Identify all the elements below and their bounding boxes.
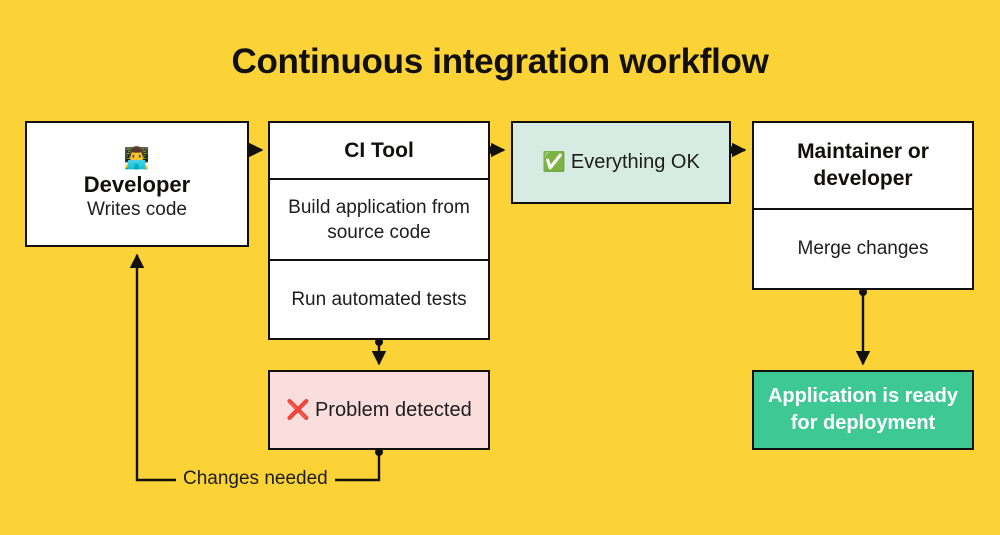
node-developer[interactable]: 👨‍💻 Developer Writes code [25, 121, 249, 247]
node-problem-detected[interactable]: ❌ Problem detected [268, 370, 490, 450]
edge-label-changes-needed: Changes needed [176, 468, 335, 490]
person-with-laptop-icon: 👨‍💻 [123, 147, 151, 171]
check-mark-icon: ✅ [542, 152, 566, 173]
node-developer-title: Developer [83, 171, 191, 197]
node-ci-tool[interactable]: CI Tool Build application from source co… [268, 121, 490, 340]
node-deployment-label: Application is ready for deployment [767, 385, 959, 434]
node-everything-ok-body: ✅ Everything OK [513, 123, 729, 202]
edge-ci-tool-to-everything-ok [488, 142, 506, 158]
node-ci-tool-header: CI Tool [344, 138, 414, 162]
node-maintainer-header: Maintainer or developer [797, 139, 929, 191]
node-everything-ok[interactable]: ✅ Everything OK [511, 121, 731, 204]
node-ci-tool-step-build: Build application from source code [270, 178, 488, 258]
cross-mark-icon: ❌ [286, 399, 310, 421]
node-everything-ok-label: Everything OK [570, 151, 700, 174]
node-problem-detected-label: Problem detected [314, 398, 472, 421]
node-problem-detected-body: ❌ Problem detected [270, 372, 488, 448]
node-maintainer-action: Merge changes [754, 207, 972, 288]
node-deployment[interactable]: Application is ready for deployment [752, 370, 974, 450]
node-ci-tool-step-tests: Run automated tests [270, 258, 488, 338]
edge-everything-ok-to-maintainer [729, 142, 747, 158]
node-developer-body: 👨‍💻 Developer Writes code [27, 123, 247, 245]
page-title: Continuous integration workflow [231, 42, 769, 81]
edge-ci-tool-to-problem-detected [371, 338, 387, 366]
edge-maintainer-to-deployment [855, 288, 871, 366]
node-developer-subtitle: Writes code [87, 198, 187, 220]
node-maintainer[interactable]: Maintainer or developer Merge changes [752, 121, 974, 290]
